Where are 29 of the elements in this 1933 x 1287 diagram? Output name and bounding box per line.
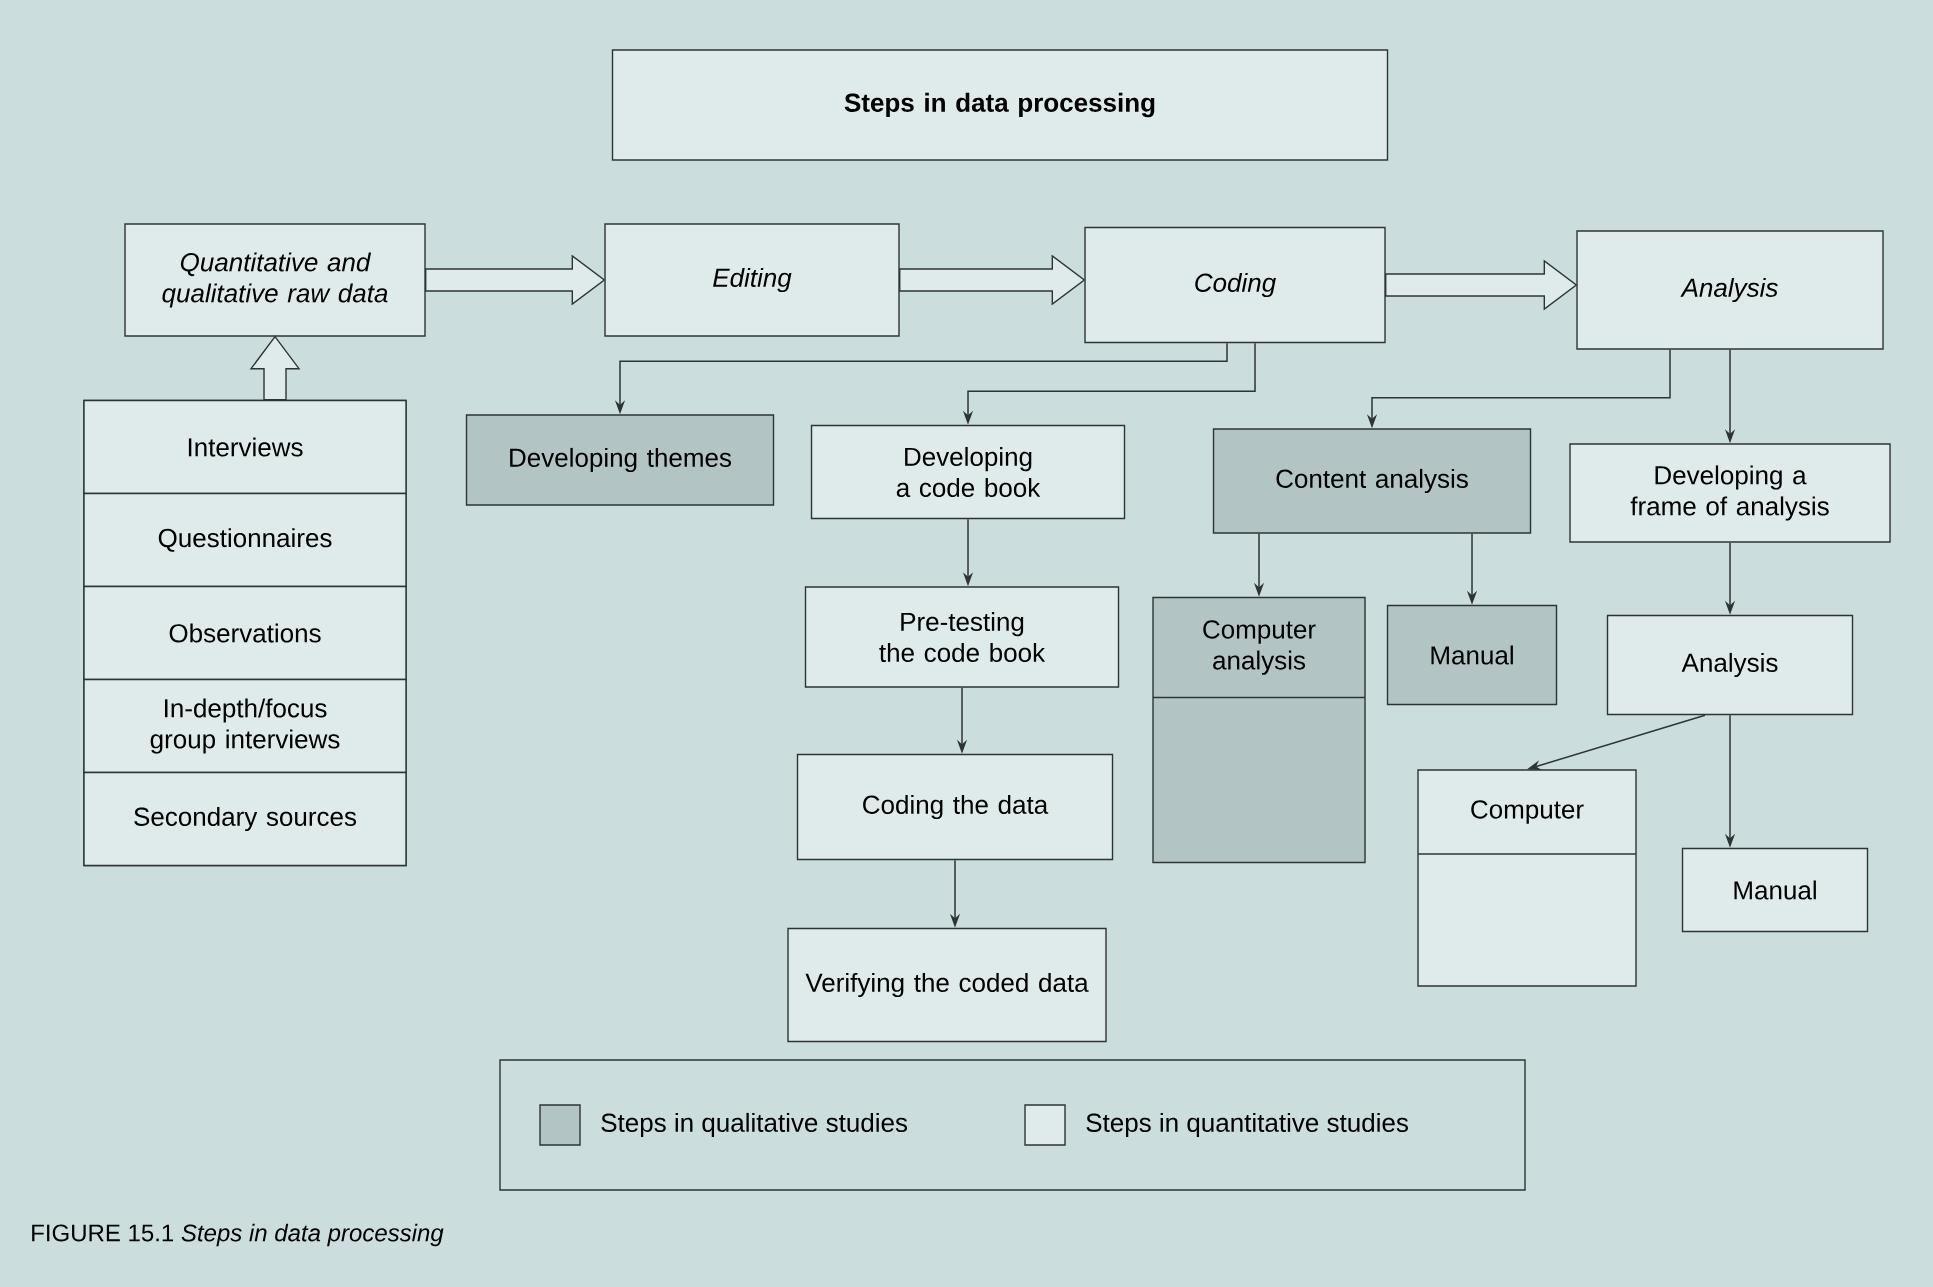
process-box: Analysis — [1606, 614, 1854, 716]
legend-label: Steps in quantitative studies — [1086, 1112, 1408, 1138]
source-row: In-depth/focus group interviews — [83, 678, 407, 774]
process-box: Computer analysis — [1152, 596, 1366, 864]
process-box: Coding the data — [796, 753, 1114, 861]
block-arrow — [1385, 259, 1578, 311]
process-box: Coding — [1084, 226, 1386, 344]
process-box: Quantitative and qualitative raw data — [124, 223, 426, 337]
process-box: Analysis — [1576, 230, 1884, 350]
title-box: Steps in data processing — [611, 49, 1389, 161]
process-box: Developing a frame of analysis — [1569, 443, 1891, 543]
source-row: Interviews — [83, 399, 407, 495]
process-box: Editing — [604, 223, 900, 337]
process-box: Pre-testing the code book — [804, 586, 1120, 688]
source-row: Observations — [83, 585, 407, 681]
block-arrow — [899, 254, 1086, 306]
process-box: Developing a code book — [810, 424, 1126, 520]
legend-label: Steps in qualitative studies — [601, 1112, 908, 1138]
source-row: Secondary sources — [83, 771, 407, 867]
process-box: Computer — [1417, 769, 1637, 987]
process-box: Developing themes — [465, 414, 775, 506]
block-arrow — [425, 254, 606, 306]
figure-caption: FIGURE 15.1 Steps in data processing — [32, 1223, 444, 1247]
block-arrow — [249, 335, 301, 401]
process-box: Content analysis — [1212, 428, 1532, 534]
process-box: Verifying the coded data — [787, 927, 1107, 1043]
process-box: Manual — [1386, 604, 1558, 706]
process-box: Manual — [1681, 847, 1869, 933]
source-row: Questionnaires — [83, 492, 407, 588]
